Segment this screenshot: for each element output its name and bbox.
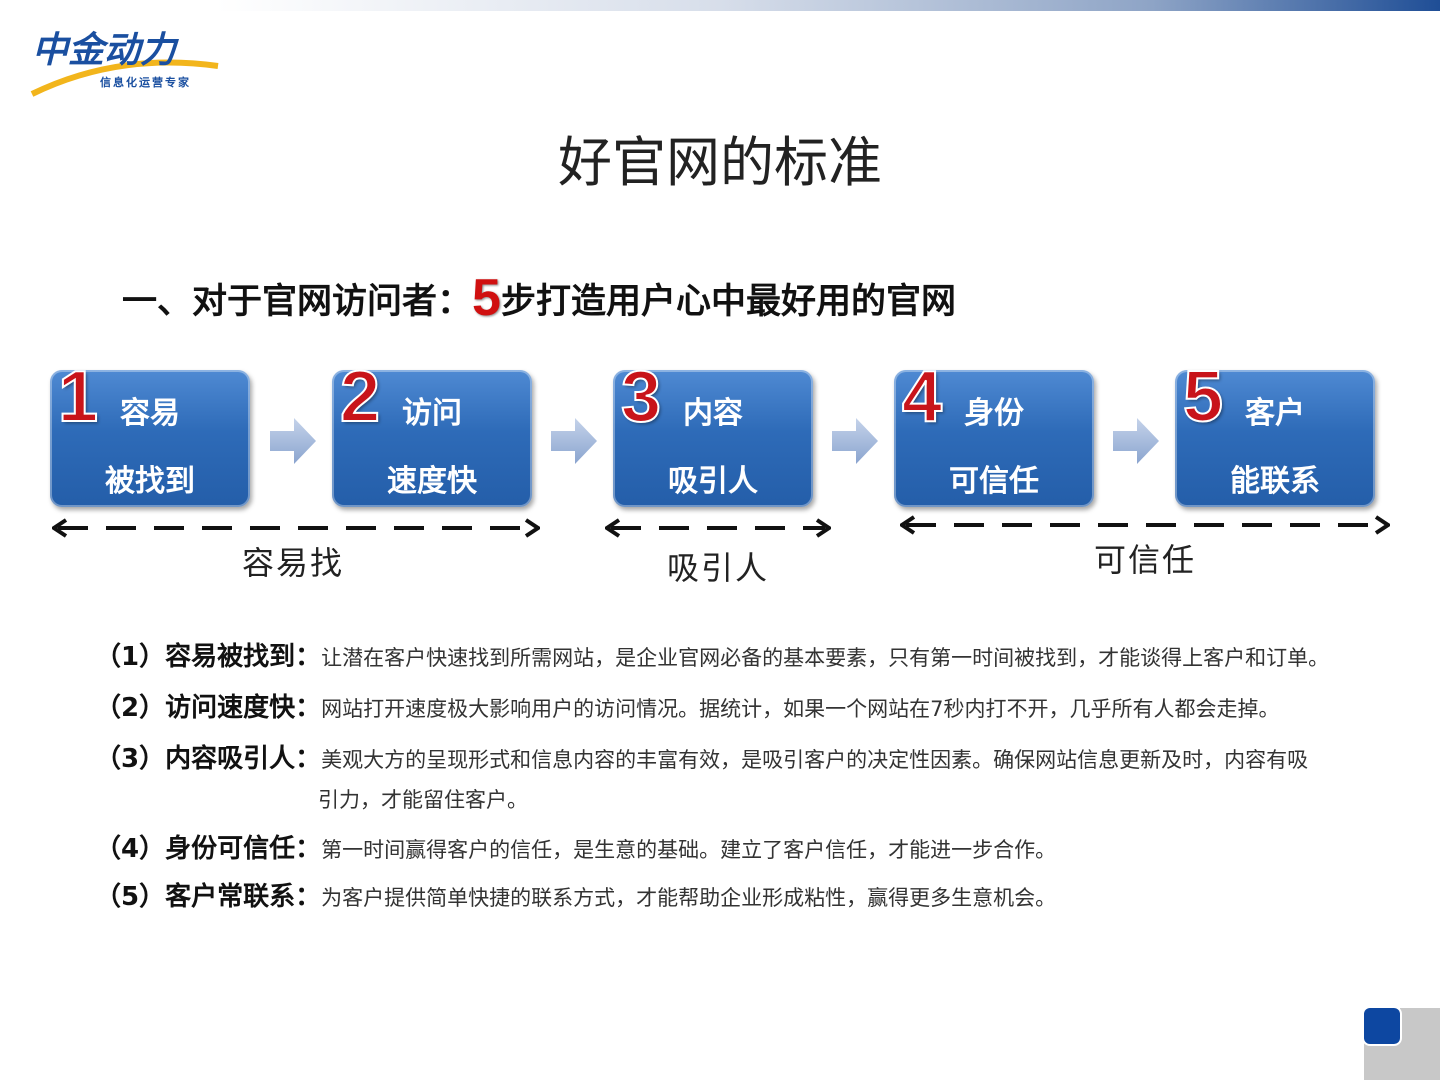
step-line2: 可信任 [949,464,1039,499]
arrow-right-icon [832,418,878,464]
step-box-5: 5 客户能联系 [1175,356,1375,507]
step-box-1: 1 容易被找到 [50,356,250,507]
step-number: 1 [57,356,99,438]
step-line1: 访问 [402,396,462,431]
step-line2: 吸引人 [668,464,758,499]
corner-decoration [1400,1008,1440,1022]
dashed-double-arrow [900,515,1390,535]
point-3-continued: 引力，才能留住客户。 [318,788,528,812]
subtitle-prefix: 一、对于官网访问者： [122,282,473,322]
point-text: 美观大方的呈现形式和信息内容的丰富有效，是吸引客户的决定性因素。确保网站信息更新… [321,748,1309,772]
group-label: 可信任 [1094,541,1197,579]
point-4: （4）身份可信任：第一时间赢得客户的信任，是生意的基础。建立了客户信任，才能进一… [95,828,1056,865]
point-label: （1）容易被找到： [95,642,322,672]
step-number: 4 [901,356,943,438]
step-line1: 内容 [683,396,743,431]
point-label: （3）内容吸引人： [95,744,322,774]
point-label: （4）身份可信任： [95,834,322,864]
point-text: 让潜在客户快速找到所需网站，是企业官网必备的基本要素，只有第一时间被找到，才能谈… [321,646,1330,670]
subtitle: 一、对于官网访问者：5步打造用户心中最好用的官网 [122,268,956,328]
arrow-right-icon [270,418,316,464]
point-text: 网站打开速度极大影响用户的访问情况。据统计，如果一个网站在7秒内打不开，几乎所有… [321,697,1280,721]
step-number: 2 [339,356,381,438]
step-line2: 能联系 [1230,464,1320,499]
arrow-right-icon [551,418,597,464]
step-line1: 客户 [1245,396,1305,431]
group-label: 吸引人 [667,549,770,587]
step-box-3: 3 内容吸引人 [613,356,813,507]
point-label: （5）客户常联系： [95,882,322,912]
company-logo: 中金动力 信息化运营专家 [30,29,219,97]
step-number: 5 [1182,356,1224,438]
point-3: （3）内容吸引人：美观大方的呈现形式和信息内容的丰富有效，是吸引客户的决定性因素… [95,738,1308,775]
arrow-right-icon [1113,418,1159,464]
step-box-2: 2 访问速度快 [332,356,532,507]
subtitle-suffix: 步打造用户心中最好用的官网 [500,282,956,322]
step-line2: 被找到 [105,464,195,499]
subtitle-number: 5 [472,269,501,327]
dashed-double-arrow [52,518,540,538]
point-label: （2）访问速度快： [95,693,322,723]
step-line2: 速度快 [387,464,477,499]
top-gradient-bar [0,0,1440,11]
step-number: 3 [620,356,662,438]
group-label: 容易找 [242,544,345,582]
step-line1: 身份 [964,396,1024,431]
svg-text:中金动力: 中金动力 [32,29,180,71]
point-1: （1）容易被找到：让潜在客户快速找到所需网站，是企业官网必备的基本要素，只有第一… [95,636,1329,673]
point-2: （2）访问速度快：网站打开速度极大影响用户的访问情况。据统计，如果一个网站在7秒… [95,687,1279,724]
point-text: 第一时间赢得客户的信任，是生意的基础。建立了客户信任，才能进一步合作。 [321,838,1057,862]
corner-square-decoration [1364,1008,1400,1044]
dashed-double-arrow [605,518,831,538]
point-5: （5）客户常联系：为客户提供简单快捷的联系方式，才能帮助企业形成粘性，赢得更多生… [95,876,1056,913]
step-line1: 容易 [120,396,180,431]
page-title: 好官网的标准 [558,131,882,194]
point-text: 为客户提供简单快捷的联系方式，才能帮助企业形成粘性，赢得更多生意机会。 [321,886,1057,910]
step-box-4: 4 身份可信任 [894,356,1094,507]
svg-text:信息化运营专家: 信息化运营专家 [100,75,191,89]
